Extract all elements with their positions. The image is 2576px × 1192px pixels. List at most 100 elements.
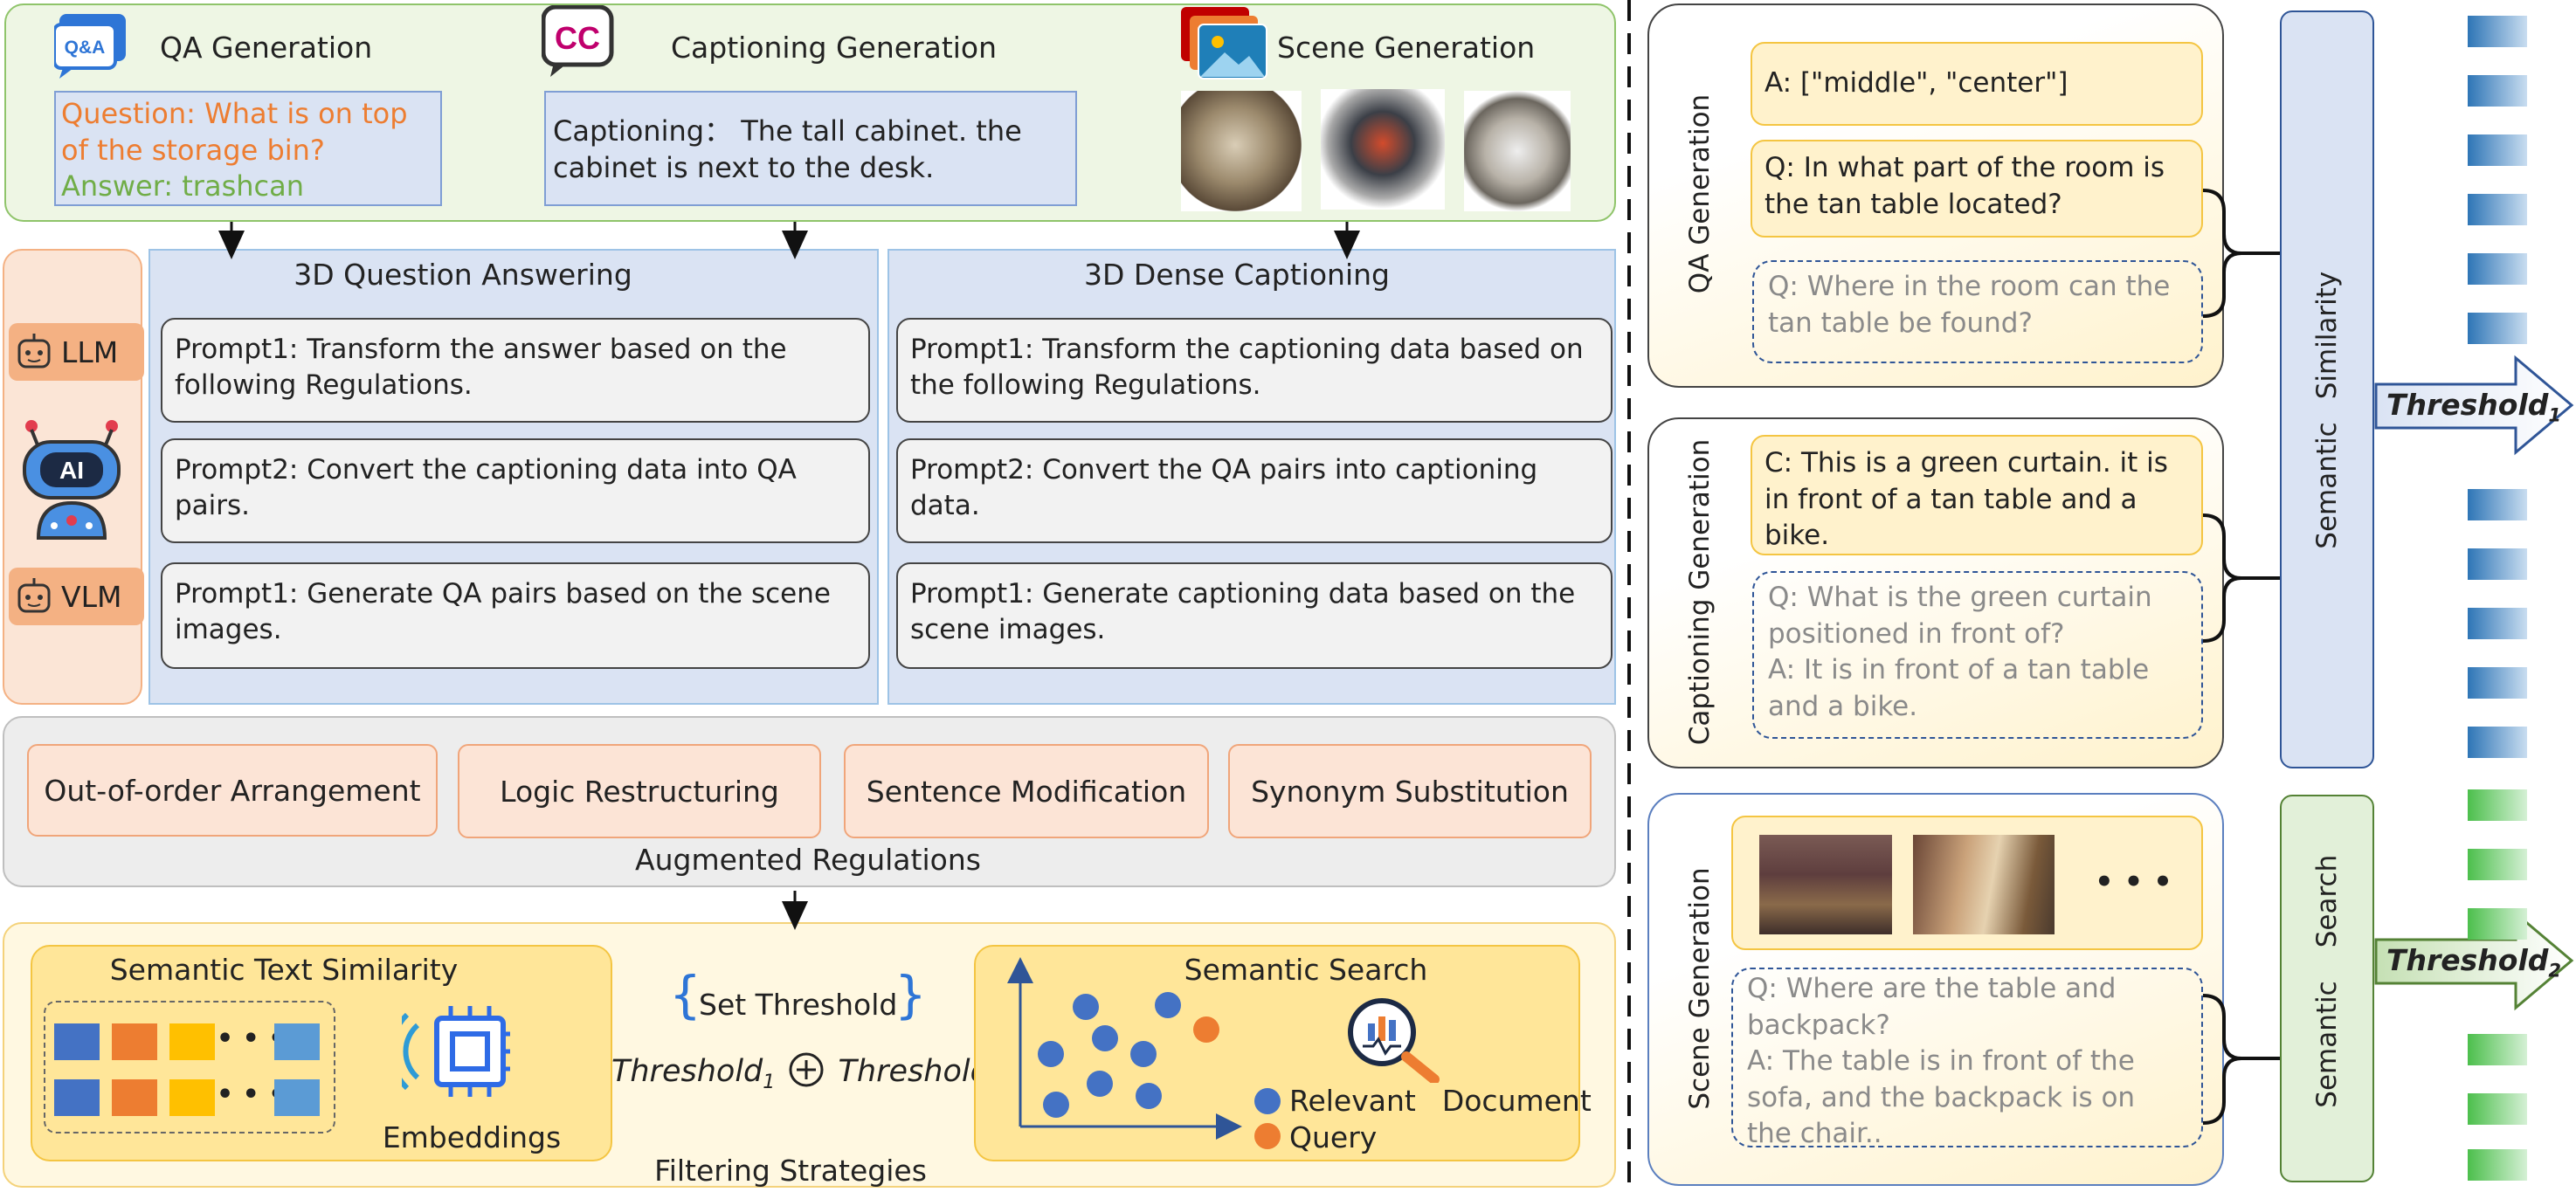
- scene-qa-box: Q: Where are the table and backpack? A: …: [1731, 968, 2203, 1149]
- threshold-2: Threshold2: [838, 1054, 1002, 1093]
- green-stripe: [2468, 1149, 2527, 1181]
- aug-synonym-substitution: Synonym Substitution: [1228, 744, 1592, 838]
- semantic-search-title: Semantic Search: [1184, 953, 1428, 987]
- vector-square: [112, 1079, 157, 1116]
- qa-prompt-1: Prompt1: Transform the answer based on t…: [161, 318, 870, 423]
- set-threshold-label: Set Threshold: [699, 988, 898, 1022]
- similarity-semantic-word: Semantic: [2311, 422, 2343, 549]
- cc-captions-icon: CC: [542, 5, 615, 79]
- document-label: Document: [1441, 1084, 1592, 1118]
- captioning-panel-title: 3D Dense Captioning: [1084, 258, 1390, 292]
- scene-generation-title: Scene Generation: [1277, 31, 1536, 65]
- chip-embedding-icon: [402, 999, 512, 1104]
- vector-square: [112, 1023, 157, 1060]
- caption-qa-question: Q: What is the green curtain positioned …: [1768, 582, 2152, 650]
- blue-stripe: [2468, 608, 2527, 639]
- augmented-regulations-label: Augmented Regulations: [635, 843, 981, 877]
- relevant-dot: [1155, 992, 1181, 1018]
- robot-icon: [17, 578, 51, 613]
- qa-prompt-2: Prompt2: Convert the captioning data int…: [161, 438, 870, 543]
- vector-square: [274, 1023, 320, 1060]
- qa-answer-box: A: ["middle", "center"]: [1751, 42, 2203, 126]
- scene-ellipsis: • • •: [2095, 865, 2172, 899]
- relevant-label: Relevant: [1289, 1084, 1416, 1118]
- green-stripe: [2468, 1034, 2527, 1065]
- blue-stripe: [2468, 548, 2527, 580]
- vector-square: [54, 1023, 100, 1060]
- embeddings-label: Embeddings: [382, 1120, 562, 1154]
- robot-icon: [17, 334, 51, 369]
- green-stripe: [2468, 1093, 2527, 1125]
- cap-prompt-3: Prompt1: Generate captioning data based …: [896, 562, 1613, 669]
- caption-qa-box: Q: What is the green curtain positioned …: [1752, 571, 2203, 739]
- relevant-dot: [1130, 1041, 1157, 1067]
- scene-image-1: [1181, 91, 1302, 211]
- vector-square: [169, 1079, 215, 1116]
- blue-stripe: [2468, 489, 2527, 520]
- qa-example-answer: Answer: trashcan: [61, 169, 304, 203]
- qa-example-question: Question: What is on top of the storage …: [61, 97, 408, 167]
- semantic-text-similarity-title: Semantic Text Similarity: [109, 953, 459, 987]
- vlm-label: VLM: [61, 579, 122, 614]
- image-stack-icon: [1181, 7, 1268, 80]
- svg-text:Q&A: Q&A: [65, 38, 106, 58]
- green-stripe: [2468, 908, 2527, 940]
- threshold2-label: Threshold2: [2386, 943, 2562, 982]
- green-stripe: [2468, 849, 2527, 880]
- relevant-legend-dot: [1254, 1088, 1281, 1114]
- query-legend-dot: [1254, 1123, 1281, 1149]
- green-stripe: [2468, 789, 2527, 821]
- cap-prompt-1: Prompt1: Transform the captioning data b…: [896, 318, 1613, 423]
- threshold-1: Threshold1: [611, 1054, 776, 1093]
- relevant-dot: [1087, 1071, 1113, 1097]
- embedding-vectors-box: [44, 1001, 335, 1133]
- llm-badge: LLM: [9, 323, 144, 381]
- scene-photo-2: [1913, 835, 2055, 934]
- vector-ellipsis: • • •: [217, 1023, 286, 1054]
- captioning-example-box: Captioning： The tall cabinet. the cabine…: [544, 91, 1077, 206]
- query-label: Query: [1289, 1120, 1378, 1154]
- captioning-generation-title: Captioning Generation: [671, 31, 998, 65]
- svg-text:CC: CC: [555, 20, 600, 56]
- right-brace: }: [894, 965, 927, 1024]
- right-qa-label: QA Generation: [1684, 93, 1716, 294]
- right-scene-label: Scene Generation: [1684, 867, 1716, 1110]
- qa-question-box: Q: In what part of the room is the tan t…: [1751, 140, 2203, 238]
- aug-sentence-modification: Sentence Modification: [844, 744, 1209, 838]
- cap-prompt-2: Prompt2: Convert the QA pairs into capti…: [896, 438, 1613, 543]
- aug-logic-restructuring: Logic Restructuring: [458, 744, 821, 838]
- qa-panel-title: 3D Question Answering: [294, 258, 632, 292]
- blue-stripe: [2468, 75, 2527, 107]
- caption-box: C: This is a green curtain. it is in fro…: [1751, 435, 2203, 555]
- blue-stripe: [2468, 134, 2527, 166]
- filtering-strategies-label: Filtering Strategies: [654, 1154, 927, 1188]
- llm-label: LLM: [61, 334, 119, 369]
- vector-square: [169, 1023, 215, 1060]
- scene-image-2: [1321, 89, 1445, 210]
- right-captioning-label: Captioning Generation: [1684, 438, 1716, 746]
- document-search-icon: [1342, 994, 1447, 1085]
- aug-out-of-order: Out-of-order Arrangement: [27, 744, 438, 837]
- relevant-dot: [1136, 1083, 1162, 1109]
- search-word: Search: [2311, 854, 2343, 948]
- vector-square: [54, 1079, 100, 1116]
- threshold1-label: Threshold1: [2386, 388, 2562, 426]
- blue-stripe: [2468, 667, 2527, 699]
- ai-robot-icon: AI: [19, 417, 124, 540]
- ai-label: AI: [59, 457, 84, 484]
- blue-stripe: [2468, 253, 2527, 285]
- relevant-dot: [1043, 1092, 1069, 1118]
- scene-photo-1: [1759, 835, 1892, 934]
- qa-example-box: Question: What is on top of the storage …: [54, 91, 442, 206]
- scene-qa-answer: A: The table is in front of the sofa, an…: [1747, 1045, 2136, 1150]
- vlm-badge: VLM: [9, 568, 144, 625]
- blue-stripe: [2468, 16, 2527, 47]
- qa-chat-icon: Q&A: [54, 10, 131, 79]
- qa-prompt-3: Prompt1: Generate QA pairs based on the …: [161, 562, 870, 669]
- threshold-combination: Threshold1 Threshold2: [611, 1051, 1002, 1093]
- search-semantic-word: Semantic: [2311, 981, 2343, 1108]
- qa-generation-title: QA Generation: [160, 31, 373, 65]
- relevant-dot: [1073, 994, 1099, 1020]
- qa-paraphrase-box: Q: Where in the room can the tan table b…: [1752, 260, 2203, 363]
- caption-qa-answer: A: It is in front of a tan table and a b…: [1768, 654, 2150, 722]
